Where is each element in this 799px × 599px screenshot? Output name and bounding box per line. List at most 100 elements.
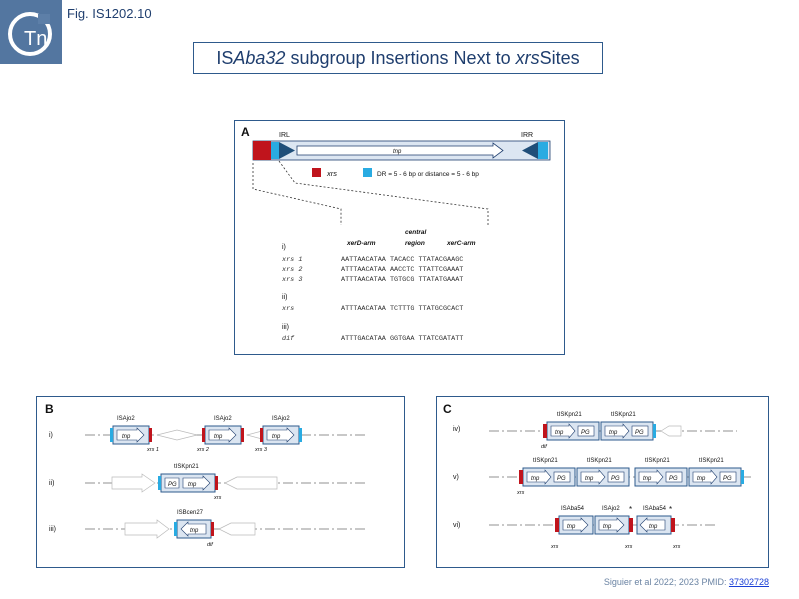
panel-c-letter: C — [443, 402, 452, 416]
legend-xrs-label: xrs — [326, 169, 337, 178]
is-name: ISAjo2 — [117, 416, 135, 422]
citation: Siguier et al 2022; 2023 PMID: 37302728 — [604, 577, 769, 587]
gene-tnp: tnp — [697, 476, 706, 482]
section-i-label: i) — [282, 244, 286, 251]
seq-name-xrs1: xrs 1 — [281, 256, 302, 264]
row-b-ii-flank-arrow-right — [224, 476, 278, 490]
seq-name-xrs3: xrs 3 — [281, 276, 302, 284]
gene-tnp: tnp — [567, 524, 576, 530]
star-marker: * — [629, 505, 632, 514]
row-c-iv-is-2: tnp PG tISKpn21 — [600, 412, 656, 441]
site-label: xrs — [624, 544, 633, 550]
is-name: tISKpn21 — [533, 458, 558, 464]
is-name: ISAjo2 — [602, 506, 620, 512]
figure-label: Fig. IS1202.10 — [67, 6, 152, 21]
seq-dif: ATTTGACATAA GGTGAA TTATCGATATT — [341, 335, 463, 343]
irl-triangle — [279, 142, 295, 159]
is-name: ISBcen27 — [177, 510, 204, 516]
xrs-box — [253, 141, 271, 160]
gene-tnp: tnp — [555, 430, 564, 436]
seq-name-xrs-ii: xrs — [281, 305, 294, 313]
gene-tnp: tnp — [609, 430, 618, 436]
gene-pg: PG — [557, 476, 566, 482]
irr-label: IRR — [521, 132, 533, 139]
gene-tnp: tnp — [188, 482, 197, 488]
row-b-i-is-3: tnp ISAjo2 xrs 3 — [254, 416, 302, 453]
col-central-bottom: region — [405, 240, 425, 247]
title-italic-2: xrs — [515, 47, 540, 68]
star-marker: * — [669, 505, 672, 514]
row-c-v-is-4: tnp PG tISKpn21 — [688, 458, 744, 487]
title-middle: subgroup Insertions Next to — [285, 47, 516, 68]
gene-pg: PG — [611, 476, 620, 482]
row-c-vi-is-3: tnp ISAba54 xrs * — [636, 505, 681, 550]
site-label: xrs 1 — [146, 447, 159, 453]
row-b-ii-is: PG tnp tISKpn21 xrs — [158, 464, 222, 501]
row-b-i-arrow-1 — [156, 429, 198, 441]
seq-xrs1: AATTAACATAA TACACC TTATACGAAGC — [341, 256, 463, 264]
site-label: xrs — [213, 495, 222, 501]
is-name: tISKpn21 — [611, 412, 636, 418]
citation-text: Siguier et al 2022; 2023 PMID: — [603, 577, 729, 587]
legend-dr-label: DR = 5 - 6 bp or distance = 5 - 6 bp — [377, 171, 479, 178]
is-name: tISKpn21 — [587, 458, 612, 464]
seq-xrs-ii: ATTTAACATAA TCTTTG TTATGCGCACT — [341, 305, 463, 313]
row-c-v-label: v) — [453, 474, 459, 481]
row-c-v-is-2: tnp PG tISKpn21 — [576, 458, 630, 487]
row-c-v-is-3: tnp PG tISKpn21 — [634, 458, 688, 487]
zoom-line-right — [278, 160, 489, 225]
title-prefix: IS — [216, 47, 234, 68]
irr-triangle — [522, 142, 538, 159]
gene-pg: PG — [635, 430, 644, 436]
site-label: xrs — [516, 490, 525, 496]
col-xerc: xerC-arm — [446, 240, 476, 247]
site-label: dif — [207, 542, 213, 548]
gene-tnp: tnp — [122, 434, 131, 440]
zoom-line-left — [252, 163, 342, 225]
row-b-iii-flank-arrow-left — [124, 519, 170, 539]
row-b-i-is-2: tnp ISAjo2 xrs 2 — [196, 416, 244, 453]
gene-tnp: tnp — [190, 528, 199, 534]
seq-xrs2: ATTTAACATAA AACCTC TTATTCGAAAT — [341, 266, 463, 274]
gene-pg: PG — [581, 430, 590, 436]
tnp-arrow — [296, 142, 504, 159]
is-name: ISAba54 — [561, 506, 585, 512]
dr-box-left — [271, 142, 279, 159]
title-suffix: Sites — [539, 47, 580, 68]
gene-pg: PG — [723, 476, 732, 482]
row-b-iii-is: tnp ISBcen27 dif — [174, 510, 214, 548]
is-name: tISKpn21 — [174, 464, 199, 470]
tnp-label: tnp — [393, 149, 402, 155]
is-name: ISAba54 — [643, 506, 667, 512]
section-ii-label: ii) — [282, 294, 287, 301]
gene-pg: PG — [669, 476, 678, 482]
irl-label: IRL — [279, 132, 290, 139]
row-c-iv-is-1: tnp PG tISKpn21 dif — [541, 412, 600, 450]
site-label: xrs 3 — [254, 447, 268, 453]
panel-c: C iv) tnp PG tISKpn21 dif tnp PG tISKpn2… — [436, 396, 769, 568]
site-label: xrs — [550, 544, 559, 550]
gene-tnp: tnp — [531, 476, 540, 482]
is-name: ISAjo2 — [214, 416, 232, 422]
row-c-vi-is-1: tnp ISAba54 xrs — [550, 506, 594, 550]
row-b-i-is-1: tnp ISAjo2 xrs 1 — [110, 416, 159, 453]
pmid-link[interactable]: 37302728 — [728, 577, 769, 587]
row-c-vi-label: vi) — [453, 522, 460, 529]
row-c-iv-flank-arrow — [660, 425, 682, 437]
seq-name-xrs2: xrs 2 — [281, 266, 302, 274]
is-name: tISKpn21 — [699, 458, 724, 464]
row-c-iv-label: iv) — [453, 426, 460, 433]
row-b-ii-label: ii) — [49, 480, 54, 487]
gene-tnp: tnp — [272, 434, 281, 440]
legend-dr-swatch — [363, 168, 372, 177]
gene-tnp: tnp — [585, 476, 594, 482]
col-central-top: central — [405, 229, 427, 236]
section-iii-label: iii) — [282, 324, 289, 331]
row-c-vi-is-2: tnp ISAjo2 xrs * — [594, 505, 633, 550]
logo-text: Tn — [24, 28, 47, 50]
gene-pg: PG — [168, 482, 177, 488]
col-xerd: xerD-arm — [346, 240, 376, 247]
panel-b: B i) tnp ISAjo2 xrs 1 tnp ISAjo2 xrs 2 — [36, 396, 405, 568]
row-b-iii-flank-arrow-right — [218, 522, 256, 536]
